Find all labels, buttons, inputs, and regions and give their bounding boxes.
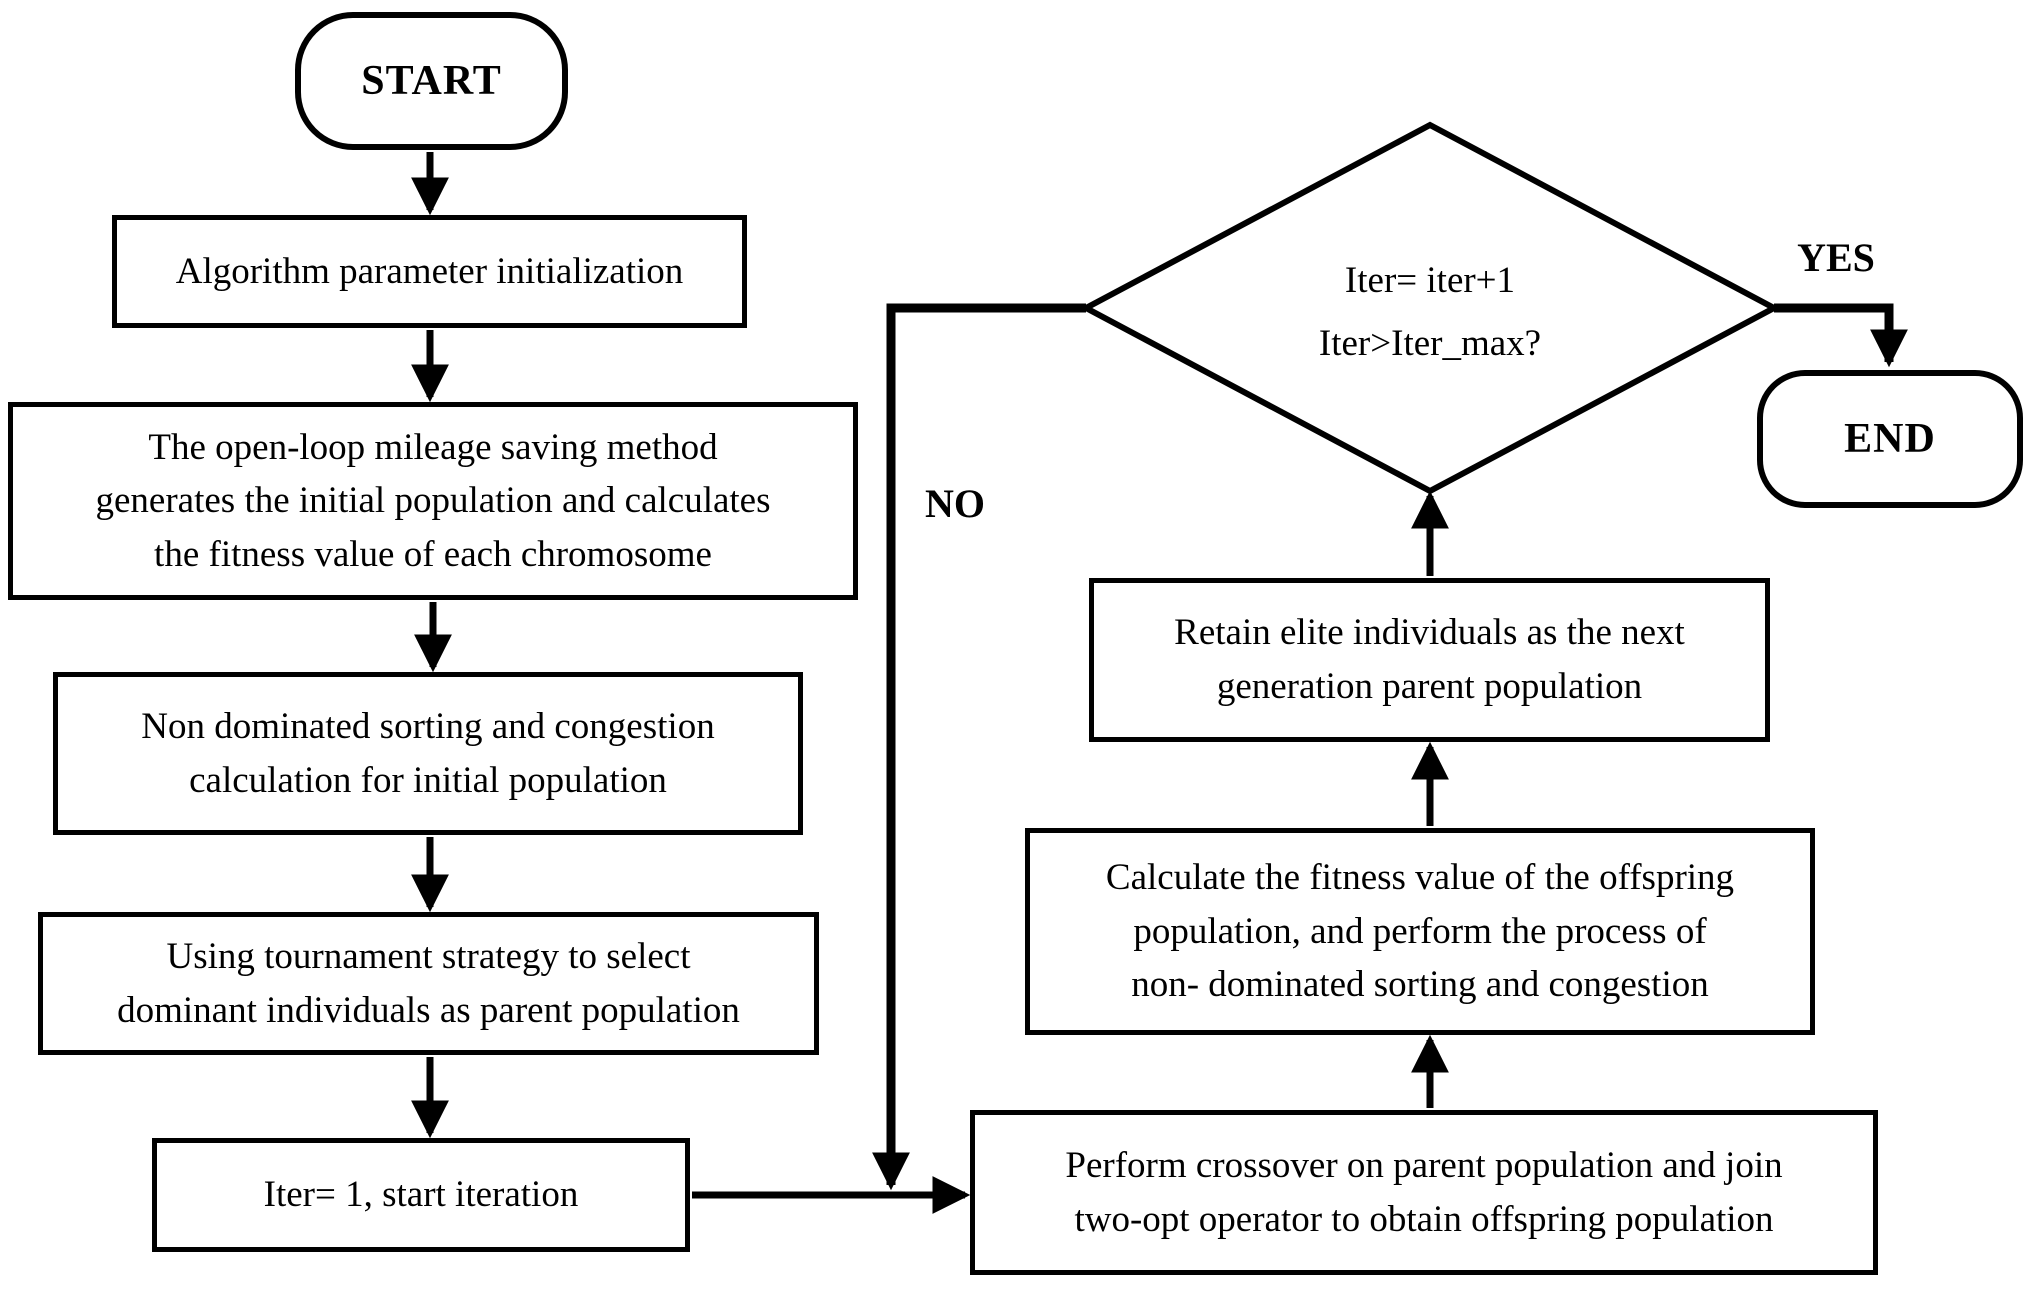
arrow-no-loop xyxy=(872,303,1086,1191)
no-label: NO xyxy=(925,480,985,526)
algorithm-init-box: Algorithm parameter initialization xyxy=(112,215,747,328)
perform-crossover-box: Perform crossover on parent population a… xyxy=(970,1110,1878,1275)
open-loop-label: The open-loop mileage saving method gene… xyxy=(95,426,771,575)
end-node: END xyxy=(1757,370,2023,508)
tournament-selection-box: Using tournament strategy to select domi… xyxy=(38,912,819,1055)
algorithm-init-label: Algorithm parameter initialization xyxy=(175,250,684,292)
start-node: START xyxy=(295,12,568,150)
calculate-fitness-label: Calculate the fitness value of the offsp… xyxy=(1105,857,1735,1006)
yes-label: YES xyxy=(1797,235,1875,280)
iter-start-box: Iter= 1, start iteration xyxy=(152,1138,690,1252)
non-dominated-sorting-label: Non dominated sorting and congestion cal… xyxy=(141,705,715,801)
retain-elite-box: Retain elite individuals as the next gen… xyxy=(1089,578,1770,742)
iter-start-label: Iter= 1, start iteration xyxy=(263,1174,579,1216)
perform-crossover-label: Perform crossover on parent population a… xyxy=(1065,1144,1783,1240)
end-label: END xyxy=(1844,415,1936,462)
non-dominated-sorting-box: Non dominated sorting and congestion cal… xyxy=(53,672,803,835)
retain-elite-label: Retain elite individuals as the next gen… xyxy=(1174,612,1685,707)
calculate-fitness-box: Calculate the fitness value of the offsp… xyxy=(1025,828,1815,1035)
arrow-yes-to-end xyxy=(1774,303,1908,368)
start-label: START xyxy=(361,57,502,104)
iteration-decision-label: Iter= iter+1 Iter>Iter_max? xyxy=(1318,259,1542,364)
open-loop-box: The open-loop mileage saving method gene… xyxy=(8,402,858,600)
iteration-decision-label-wrap: Iter= iter+1 Iter>Iter_max? xyxy=(1150,240,1710,385)
tournament-selection-label: Using tournament strategy to select domi… xyxy=(117,935,740,1031)
